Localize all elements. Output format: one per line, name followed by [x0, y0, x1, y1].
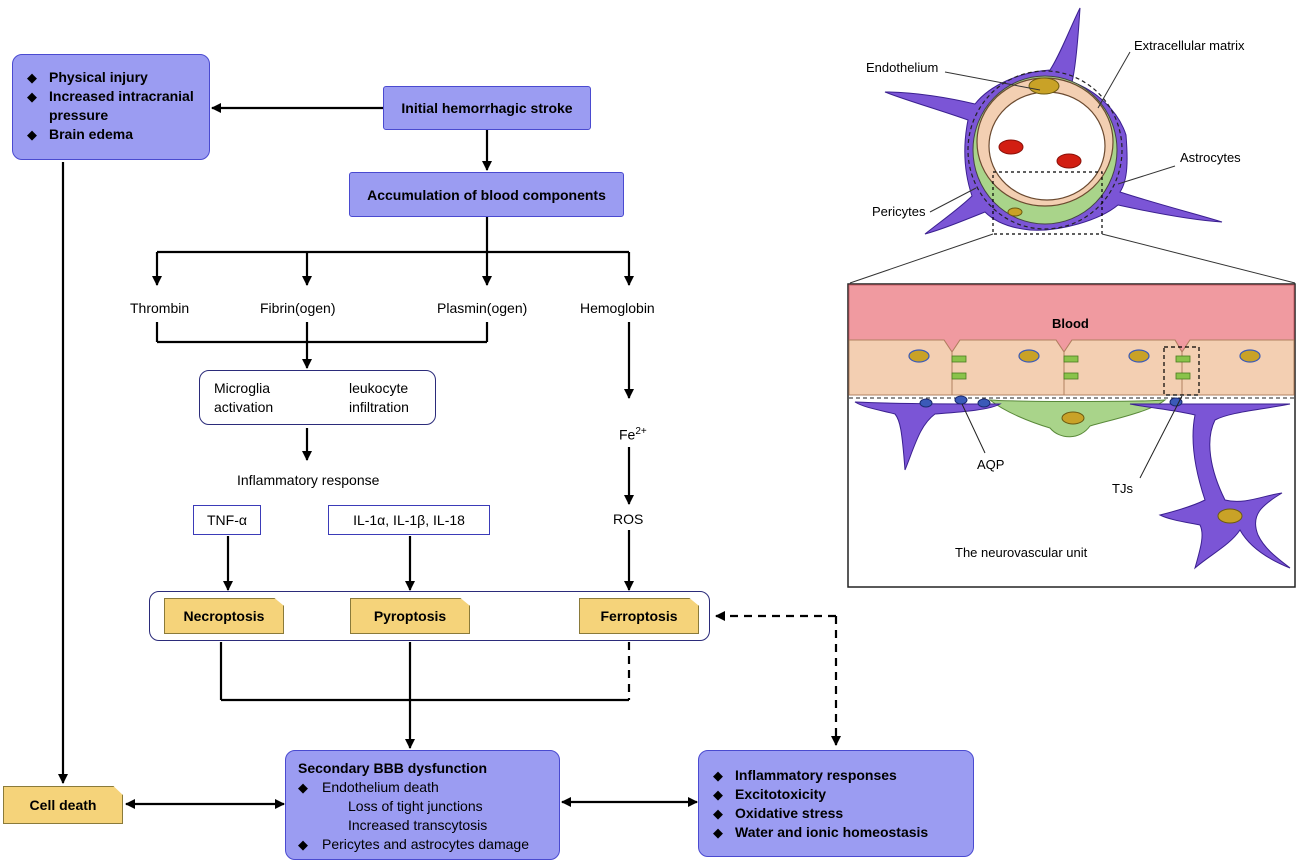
accumulation-label: Accumulation of blood components: [367, 186, 606, 203]
fibrin-label: Fibrin(ogen): [260, 300, 336, 316]
leukocyte-label: leukocyte infiltration: [349, 380, 409, 415]
pericyte-nucleus: [1061, 411, 1085, 425]
fe-base: Fe: [619, 426, 636, 443]
consequence-item: Excitotoxicity: [713, 785, 965, 804]
secondary-item: ◆ Pericytes and astrocytes damage: [298, 835, 551, 854]
accumulation-box: Accumulation of blood components: [349, 172, 624, 217]
ferroptosis-label: Ferroptosis: [600, 608, 678, 624]
secondary-bbb-box: Secondary BBB dysfunction ◆ Endothelium …: [285, 750, 560, 860]
injury-box: Physical injury Increased intracranial p…: [12, 54, 210, 160]
nvu-caption: The neurovascular unit: [955, 545, 1088, 560]
il-box: IL-1α, IL-1β, IL-18: [328, 505, 490, 535]
microglia-box: Microglia activation leukocyte infiltrat…: [199, 370, 436, 425]
ferroptosis-box: Ferroptosis: [579, 598, 699, 634]
diamond-icon: ◆: [298, 837, 308, 852]
ecm-label: Extracellular matrix: [1134, 38, 1245, 53]
endothelial-layer: [848, 339, 1295, 396]
endothelium-nucleus: [1028, 77, 1060, 95]
pericytes-label: Pericytes: [872, 204, 926, 219]
consequence-item: Water and ionic homeostasis: [713, 823, 965, 842]
ros-label: ROS: [613, 511, 644, 527]
extracellular-matrix-ring: [967, 70, 1123, 230]
pyroptosis-box: Pyroptosis: [350, 598, 470, 634]
cell-death-label: Cell death: [29, 797, 97, 813]
microglia-label: Microglia activation: [214, 380, 274, 415]
astrocyte-nucleus: [1217, 508, 1243, 524]
injury-item: Brain edema: [27, 125, 201, 144]
initial-stroke-label: Initial hemorrhagic stroke: [401, 100, 573, 116]
pericytes-damage-label: Pericytes and astrocytes damage: [322, 836, 529, 852]
astrocytes-label: Astrocytes: [1180, 150, 1241, 165]
tj-highlight: [1163, 346, 1200, 396]
consequence-item: Inflammatory responses: [713, 766, 965, 785]
thrombin-label: Thrombin: [130, 300, 190, 316]
red-blood-cell: [1056, 153, 1082, 169]
necroptosis-box: Necroptosis: [164, 598, 284, 634]
fe-superscript: 2+: [635, 426, 647, 437]
zoom-line-right: [1101, 233, 1296, 284]
tjs-label: TJs: [1112, 481, 1133, 496]
secondary-sub: Increased transcytosis: [348, 817, 488, 833]
pericyte-nucleus: [1007, 207, 1023, 217]
secondary-sub: Loss of tight junctions: [348, 798, 483, 814]
necroptosis-label: Necroptosis: [183, 608, 265, 624]
aqp-label: AQP: [977, 457, 1004, 472]
tnf-box: TNF-α: [193, 505, 261, 535]
red-blood-cell: [998, 139, 1024, 155]
tnf-label: TNF-α: [207, 512, 247, 528]
inflammatory-response-label: Inflammatory response: [237, 472, 380, 488]
injury-item: Increased intracranial pressure: [27, 87, 201, 125]
il-label: IL-1α, IL-1β, IL-18: [353, 512, 465, 528]
cell-death-box: Cell death: [3, 786, 123, 824]
secondary-item: ◆ Endothelium death: [298, 778, 551, 797]
hemoglobin-label: Hemoglobin: [580, 300, 655, 316]
endothelium-label: Endothelium: [866, 60, 938, 75]
fe-label: Fe2+: [619, 426, 647, 443]
consequence-item: Oxidative stress: [713, 804, 965, 823]
diamond-icon: ◆: [298, 780, 308, 795]
secondary-title: Secondary BBB dysfunction: [298, 760, 488, 776]
pyroptosis-label: Pyroptosis: [373, 608, 447, 624]
injury-item: Physical injury: [27, 68, 201, 87]
endothelium-death-label: Endothelium death: [322, 779, 439, 795]
initial-stroke-box: Initial hemorrhagic stroke: [383, 86, 591, 130]
plasmin-label: Plasmin(ogen): [437, 300, 528, 316]
consequences-box: Inflammatory responses Excitotoxicity Ox…: [698, 750, 974, 857]
zoom-line-left: [849, 233, 994, 284]
blood-label: Blood: [1052, 316, 1089, 331]
zoom-region: [992, 171, 1103, 235]
